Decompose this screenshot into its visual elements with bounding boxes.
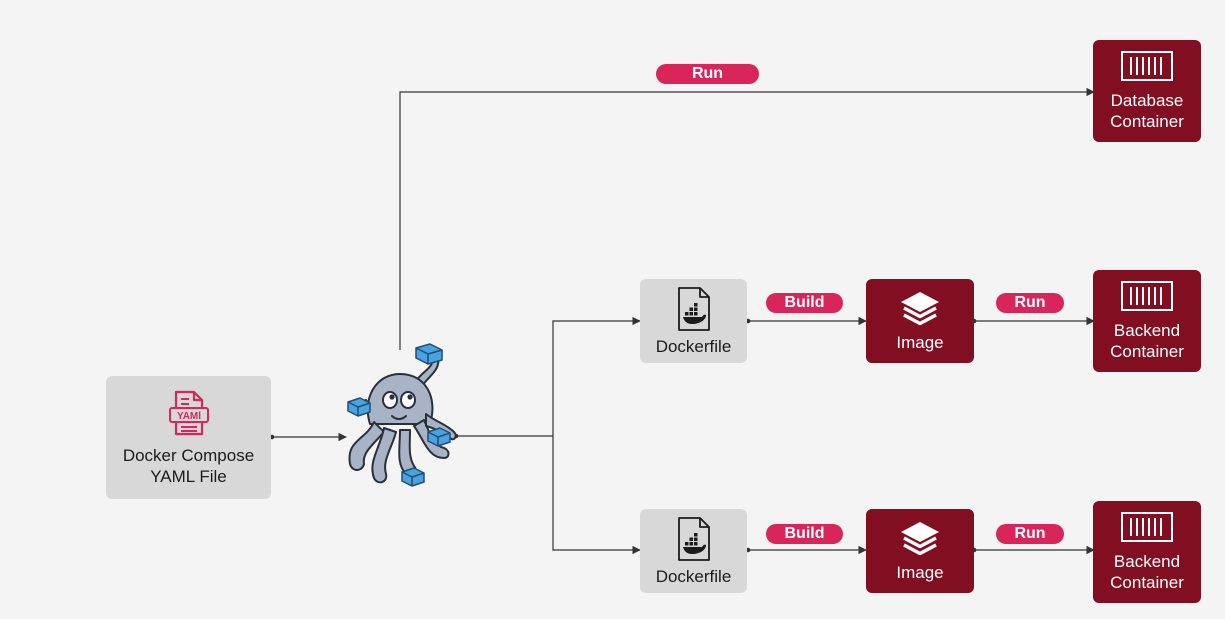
yaml-icon-text: YAMl: [176, 411, 200, 422]
compose-file-label-line1: Docker Compose: [122, 445, 255, 465]
arrow-mascot-to-database: [399, 87, 1095, 350]
database-container-label-line2: Container: [1110, 112, 1184, 131]
image-label: Image: [896, 332, 944, 352]
run-pill-1: Run: [996, 293, 1064, 313]
docker-compose-octopus-icon: [347, 343, 457, 487]
dockerfile-label: Dockerfile: [655, 336, 732, 356]
container-icon: [1121, 51, 1173, 81]
yaml-file-icon: YAMl: [168, 390, 209, 435]
compose-file-label-line2: YAML File: [150, 466, 227, 486]
arrow-split-to-dockerfile-2: [552, 436, 641, 555]
run-pill-2: Run: [996, 524, 1064, 544]
backend-container-box-1: Backend Container: [1093, 270, 1201, 372]
container-icon: [1121, 281, 1173, 311]
build-pill-2: Build: [766, 524, 843, 544]
image-box-2: Image: [866, 509, 974, 593]
run-pill-database: Run: [656, 64, 759, 84]
layers-icon: [901, 521, 939, 555]
compose-file-box: YAMl Docker Compose YAML File: [106, 376, 271, 499]
image-box-1: Image: [866, 279, 974, 363]
backend-container-label-line1: Backend: [1113, 552, 1181, 571]
build-pill-1: Build: [766, 293, 843, 313]
dockerfile-box-1: Dockerfile: [640, 279, 747, 363]
container-cubes: [347, 343, 451, 487]
dockerfile-icon: [677, 516, 710, 561]
container-icon: [1121, 512, 1173, 542]
layers-icon: [901, 291, 939, 325]
arrow-split-to-dockerfile-1: [552, 316, 641, 436]
image-label: Image: [896, 562, 944, 582]
dockerfile-box-2: Dockerfile: [640, 509, 747, 593]
backend-container-label-line2: Container: [1110, 573, 1184, 592]
dockerfile-label: Dockerfile: [655, 566, 732, 586]
database-container-label-line1: Database: [1110, 91, 1184, 110]
backend-container-label-line1: Backend: [1113, 321, 1181, 340]
backend-container-label-line2: Container: [1110, 342, 1184, 361]
dockerfile-icon: [677, 286, 710, 331]
backend-container-box-2: Backend Container: [1093, 501, 1201, 603]
database-container-box: Database Container: [1093, 40, 1201, 142]
